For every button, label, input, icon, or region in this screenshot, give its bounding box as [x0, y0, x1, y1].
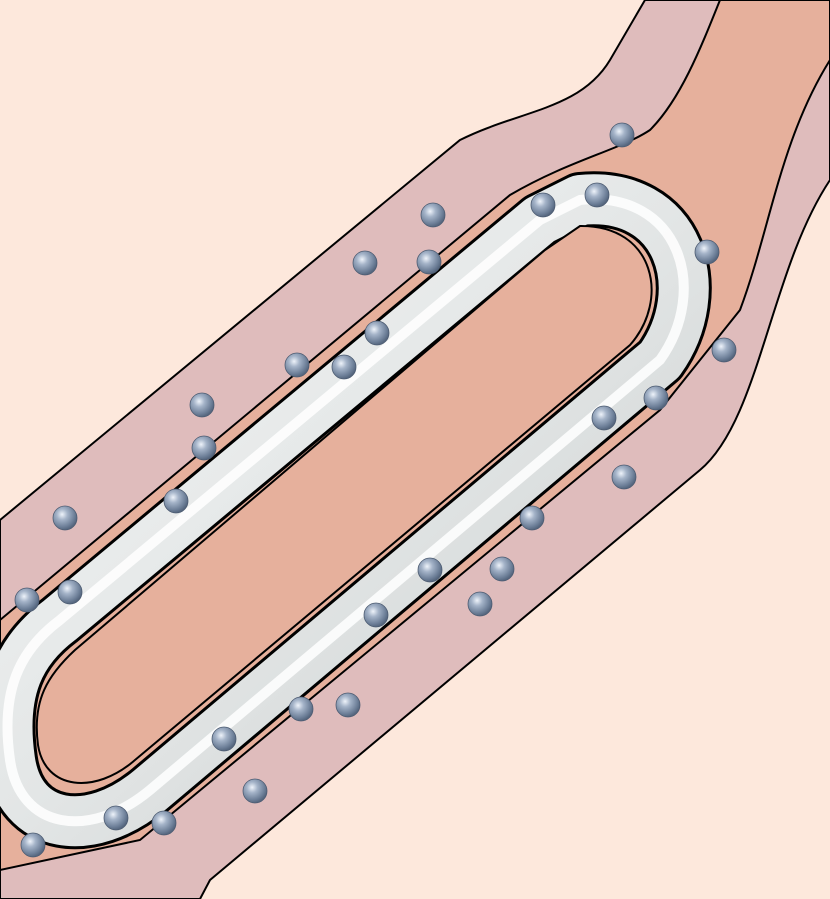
particle-icon [289, 697, 313, 721]
particle-icon [152, 811, 176, 835]
particle-icon [468, 592, 492, 616]
particle-icon [192, 436, 216, 460]
particle-icon [712, 338, 736, 362]
particle-icon [610, 123, 634, 147]
particle-icon [164, 489, 188, 513]
particle-icon [644, 386, 668, 410]
particle-icon [53, 506, 77, 530]
particle-icon [612, 465, 636, 489]
particle-icon [285, 353, 309, 377]
particle-icon [104, 806, 128, 830]
particle-icon [364, 603, 388, 627]
particle-icon [190, 393, 214, 417]
particle-icon [58, 580, 82, 604]
particle-icon [21, 833, 45, 857]
particle-icon [332, 355, 356, 379]
particle-icon [243, 779, 267, 803]
particle-icon [15, 588, 39, 612]
particle-icon [336, 693, 360, 717]
particle-icon [531, 193, 555, 217]
particle-icon [421, 203, 445, 227]
particle-icon [695, 240, 719, 264]
particle-icon [417, 250, 441, 274]
particle-icon [365, 321, 389, 345]
particle-icon [520, 506, 544, 530]
particle-icon [592, 406, 616, 430]
particle-icon [585, 183, 609, 207]
particle-icon [353, 251, 377, 275]
particle-icon [490, 557, 514, 581]
particle-icon [418, 558, 442, 582]
particle-icon [212, 727, 236, 751]
